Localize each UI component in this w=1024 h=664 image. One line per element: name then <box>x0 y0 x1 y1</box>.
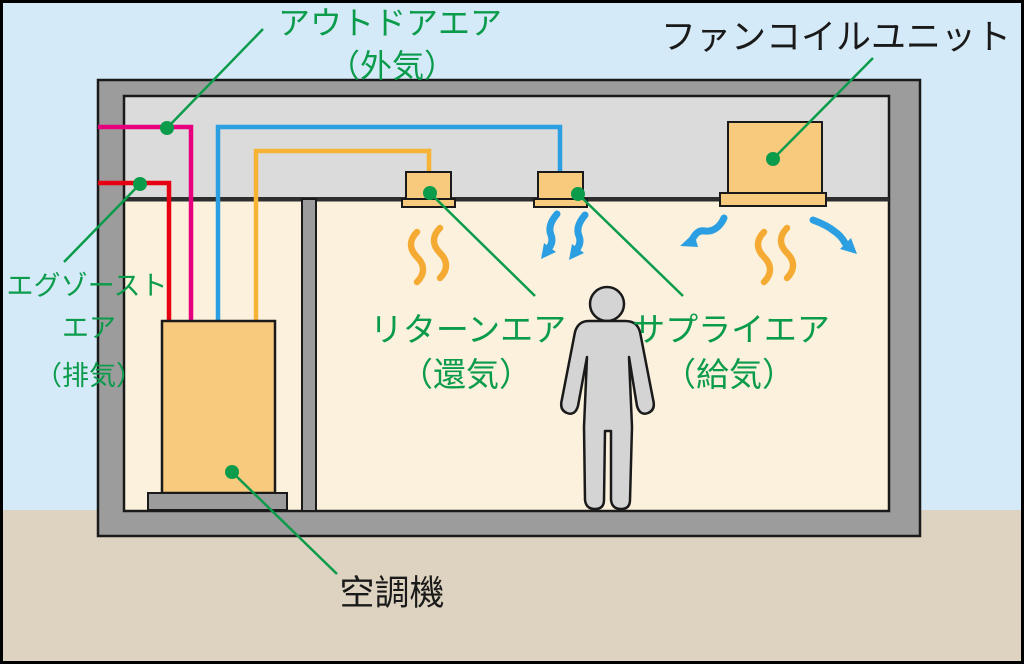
partition-wall <box>301 198 317 512</box>
airflow-arrow-icon <box>809 216 849 247</box>
heat-rise-waves-fancoil <box>754 224 797 286</box>
return-duct <box>253 148 432 321</box>
air-handler-base <box>147 492 288 511</box>
heat-wave-icon <box>777 224 797 282</box>
label-exhaust-air-line1: エグゾースト <box>7 271 168 301</box>
outdoor-air-duct <box>98 124 194 321</box>
label-return-air-line2: （還気） <box>400 356 532 393</box>
callout-line-fan-coil <box>772 57 874 160</box>
heat-wave-icon <box>430 224 450 282</box>
ceiling <box>124 197 889 202</box>
label-air-handler: 空調機 <box>339 574 444 613</box>
callout-dot-fan-coil <box>766 152 780 166</box>
callout-line-return-air <box>429 192 536 297</box>
callout-line-supply-air <box>577 193 684 297</box>
callout-line-exhaust-air <box>63 183 141 263</box>
label-exhaust-air-line3: （排気） <box>35 361 143 391</box>
supply-airflow-arrows <box>541 210 589 260</box>
heat-wave-icon <box>407 228 427 286</box>
fan-coil-unit-base <box>719 192 827 207</box>
label-return-air-line1: リターンエア <box>370 311 566 348</box>
return-diffuser-base <box>401 198 456 208</box>
label-exhaust-air-line2: エア <box>62 313 116 343</box>
callout-dot-return-air <box>423 186 437 200</box>
exhaust-duct <box>98 180 172 321</box>
callout-dot-exhaust-air <box>133 177 147 191</box>
supply-duct <box>215 124 563 321</box>
airflow-arrowhead-icon <box>840 238 857 254</box>
label-outdoor-air-line2: （外気） <box>328 48 456 84</box>
callout-line-outdoor-air <box>166 28 264 129</box>
air-handler-unit <box>160 319 277 495</box>
airflow-arrowhead-icon <box>569 244 584 260</box>
label-fan-coil-unit: ファンコイルユニット <box>661 18 1011 57</box>
interior-outline <box>122 94 891 513</box>
heat-rise-waves-return <box>407 224 450 286</box>
person-head <box>588 285 626 323</box>
heat-wave-icon <box>754 228 774 286</box>
callout-dot-outdoor-air <box>160 121 174 135</box>
fancoil-airflow-arrow-left <box>680 214 728 247</box>
callout-line-air-handler <box>231 471 338 575</box>
label-supply-air-line1: サプライエア <box>632 311 830 348</box>
airflow-arrow-icon <box>573 211 589 253</box>
label-outdoor-air-line1: アウトドアエア <box>278 5 502 41</box>
person-figure <box>559 285 656 511</box>
callout-dot-supply-air <box>571 187 585 201</box>
fancoil-airflow-arrow-right <box>809 216 857 254</box>
label-supply-air-line2: （給気） <box>663 356 795 393</box>
callout-dot-air-handler <box>225 465 239 479</box>
airflow-arrowhead-icon <box>541 243 556 259</box>
airflow-arrow-icon <box>689 214 728 242</box>
person-body <box>559 319 656 511</box>
airflow-arrow-icon <box>545 210 561 252</box>
callout-dots <box>133 121 780 479</box>
airflow-arrowhead-icon <box>680 233 698 247</box>
callout-lines <box>63 28 874 575</box>
